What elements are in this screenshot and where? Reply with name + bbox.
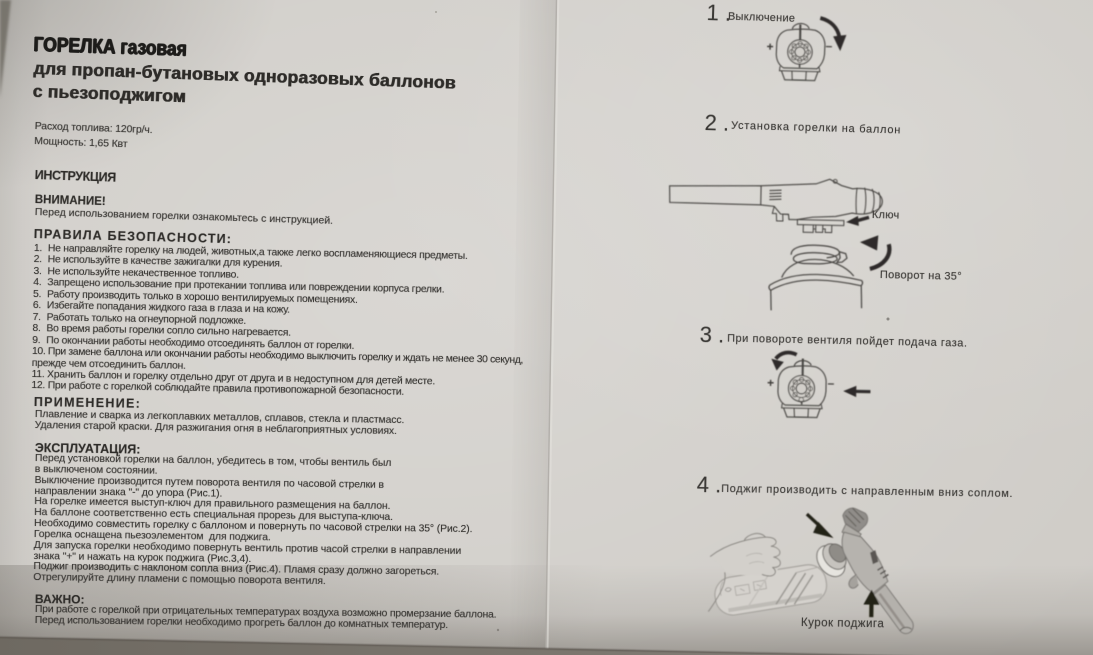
svg-text:+: +: [766, 40, 773, 54]
svg-text:+: +: [767, 376, 774, 390]
svg-text:–: –: [827, 376, 834, 390]
svg-text:–: –: [825, 39, 832, 53]
